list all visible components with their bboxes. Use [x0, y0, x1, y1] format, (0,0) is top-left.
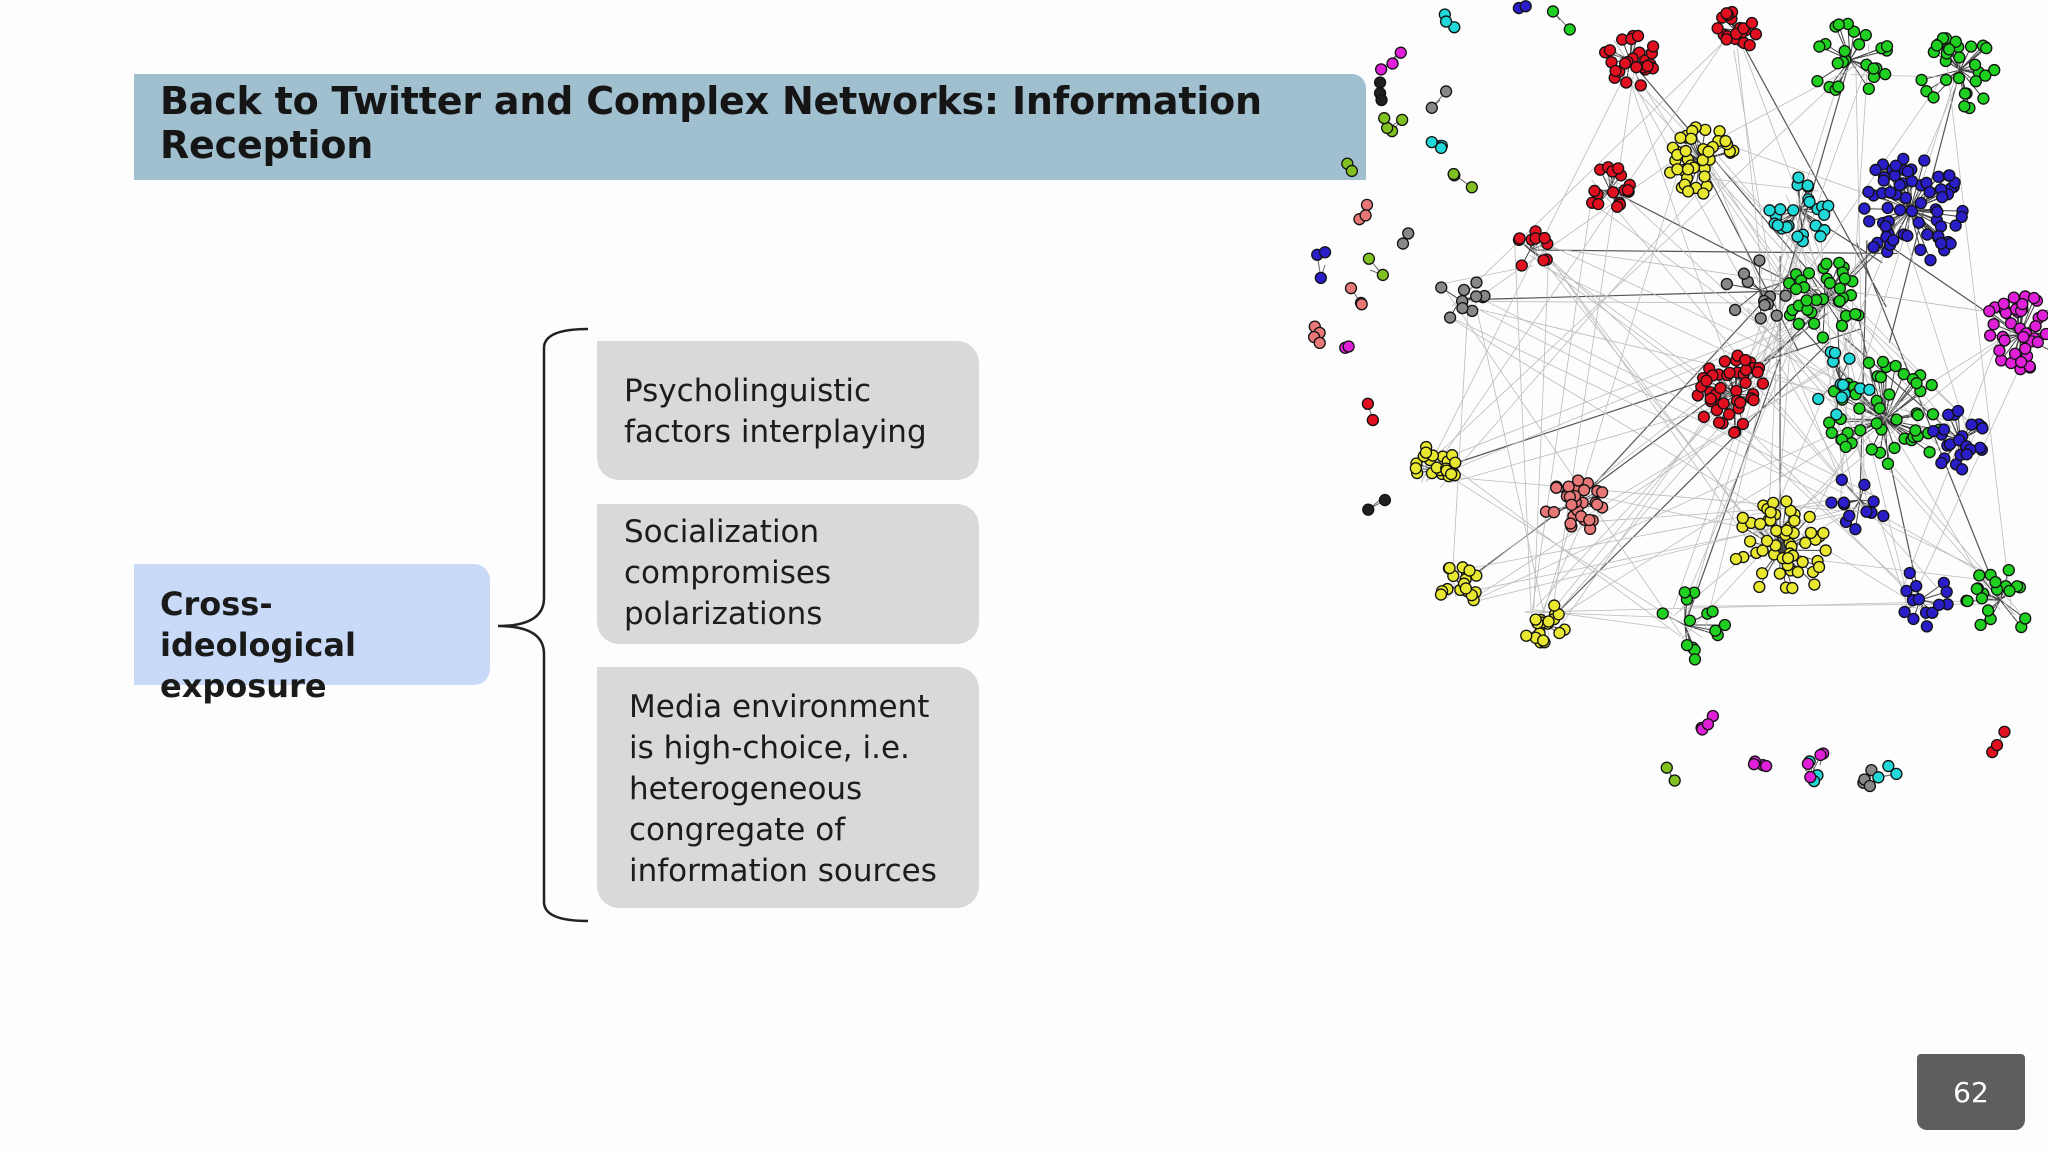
topic-box: Cross-ideological exposure — [134, 564, 490, 705]
network-graph-image — [1307, 0, 2048, 793]
title-banner: Back to Twitter and Complex Networks: In… — [134, 74, 1366, 180]
factor-line: Psycholinguistic — [624, 373, 872, 409]
factor-line: Socialization — [624, 514, 820, 550]
factor-card-psycholinguistic: Psycholinguistic factors interplaying — [597, 341, 979, 480]
page-number: 62 — [1953, 1075, 1989, 1109]
factor-line: information sources — [629, 853, 937, 889]
factor-card-media-environment: Media environment is high-choice, i.e. h… — [597, 667, 979, 908]
slide-title: Back to Twitter and Complex Networks: In… — [160, 79, 1262, 167]
factor-line: Media environment — [629, 689, 930, 725]
factor-card-socialization: Socialization compromises polarizations — [597, 504, 979, 644]
topic-label-line1: Cross-ideological — [160, 585, 356, 664]
factor-line: polarizations — [624, 596, 823, 632]
topic-label-line2: exposure — [160, 667, 327, 705]
page-number-badge: 62 — [1917, 1054, 2025, 1130]
curly-brace-icon — [497, 327, 589, 923]
factor-line: compromises — [624, 555, 832, 591]
factor-line: heterogeneous — [629, 771, 863, 807]
factor-line: is high-choice, i.e. — [629, 730, 910, 766]
factor-line: congregate of — [629, 812, 846, 848]
factor-line: factors interplaying — [624, 414, 927, 450]
